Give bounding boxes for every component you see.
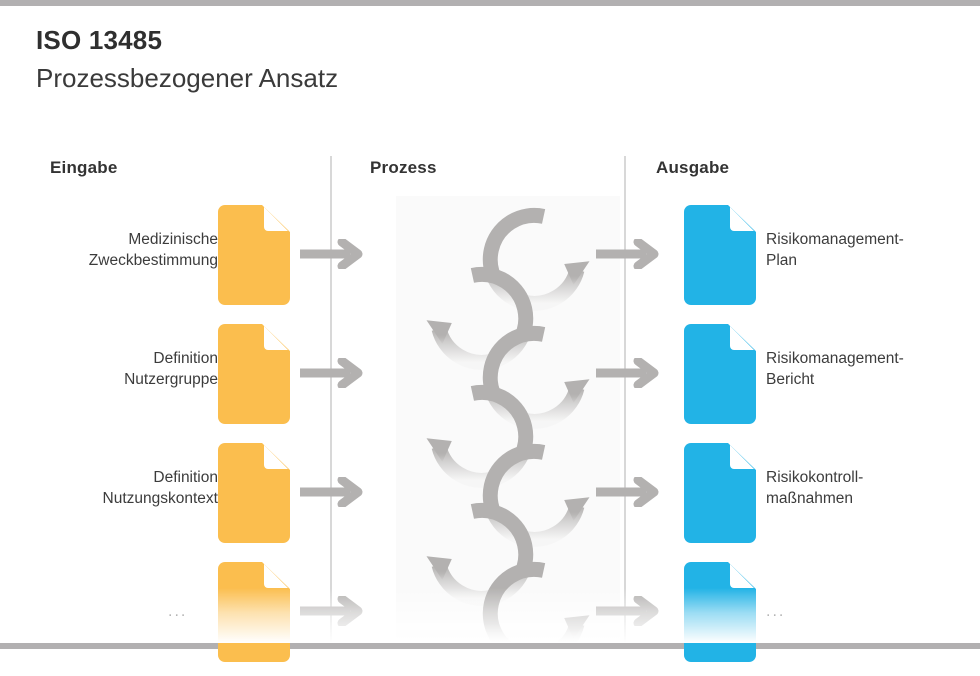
input-label: Medizinische Zweckbestimmung xyxy=(0,229,218,272)
divider-process-output xyxy=(624,156,626,643)
output-label: Risikokontroll- maßnahmen xyxy=(766,467,972,510)
top-border-bar xyxy=(0,0,980,6)
flow-row: Medizinische Zweckbestimmung Risikomanag… xyxy=(0,201,980,319)
arrow-right-icon xyxy=(594,477,660,507)
document-icon xyxy=(684,562,756,662)
document-icon xyxy=(684,205,756,305)
flow-row: Definition Nutzungskontext Risikokontrol… xyxy=(0,439,980,557)
output-label-line1: Risikomanagement- xyxy=(766,350,904,367)
document-icon xyxy=(218,324,290,424)
output-label-line1: Risikokontroll- xyxy=(766,469,864,486)
page-title: ISO 13485 xyxy=(36,25,163,55)
output-label-line2: Bericht xyxy=(766,371,815,389)
arrow-right-icon xyxy=(298,596,364,626)
heading-block: ISO 13485 Prozessbezogener Ansatz xyxy=(36,25,339,94)
output-label-line2: Plan xyxy=(766,252,798,270)
output-label-line1: Risikomanagement- xyxy=(766,231,904,248)
output-ellipsis: ... xyxy=(766,603,786,620)
column-header-process: Prozess xyxy=(370,158,437,177)
input-label-line1: Definition xyxy=(153,350,218,367)
arrow-right-icon xyxy=(298,358,364,388)
input-label: Definition Nutzergruppe xyxy=(0,348,218,391)
arrow-right-icon xyxy=(298,239,364,269)
input-ellipsis: ... xyxy=(168,603,188,620)
input-label-line1: Medizinische xyxy=(128,231,218,248)
input-label-line1: Definition xyxy=(153,469,218,486)
arrow-right-icon xyxy=(594,239,660,269)
output-label: Risikomanagement- Bericht xyxy=(766,348,972,391)
flow-row-more: ... ... xyxy=(0,558,980,676)
arrow-right-icon xyxy=(594,358,660,388)
input-label-line2: Zweckbestimmung xyxy=(88,252,218,270)
document-icon xyxy=(218,205,290,305)
output-label: Risikomanagement- Plan xyxy=(766,229,972,272)
column-header-output: Ausgabe xyxy=(656,158,730,177)
column-header-input: Eingabe xyxy=(50,158,118,177)
document-icon xyxy=(218,443,290,543)
page-subtitle: Prozessbezogener Ansatz xyxy=(36,62,339,93)
input-label-line2: Nutzungskontext xyxy=(102,490,218,508)
document-icon xyxy=(218,562,290,662)
input-label: Definition Nutzungskontext xyxy=(0,467,218,510)
document-icon xyxy=(684,443,756,543)
divider-input-process xyxy=(330,156,332,643)
arrow-right-icon xyxy=(594,596,660,626)
input-label-line2: Nutzergruppe xyxy=(124,371,218,389)
output-label-line2: maßnahmen xyxy=(766,490,854,508)
bottom-border-bar xyxy=(0,643,980,649)
flow-row: Definition Nutzergruppe Risikomanagement… xyxy=(0,320,980,438)
arrow-right-icon xyxy=(298,477,364,507)
document-icon xyxy=(684,324,756,424)
